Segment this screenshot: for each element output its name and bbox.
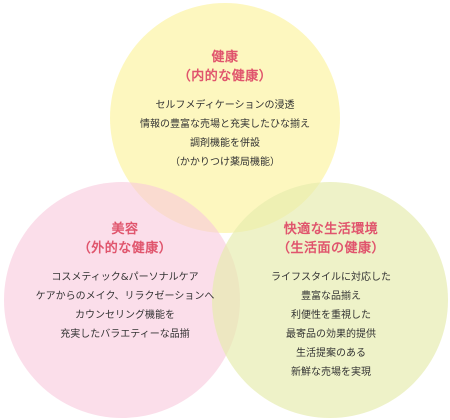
top-body-line: 調剤機能を併設 bbox=[190, 138, 260, 149]
left-circle-text: 美容 （外的な健康） コスメティック&パーソナルケア ケアからのメイク、リラクゼ… bbox=[0, 220, 250, 344]
right-subtitle-line: （生活面の健康） bbox=[276, 241, 385, 256]
right-circle-body: ライフスタイルに対応した 豊富な品揃え 利便性を重視した 最寄品の効果的提供 生… bbox=[212, 268, 450, 382]
left-circle-title: 美容 （外的な健康） bbox=[0, 220, 250, 258]
left-body-line: コスメティック&パーソナルケア bbox=[51, 272, 199, 283]
right-circle-title: 快適な生活環境 （生活面の健康） bbox=[212, 220, 450, 258]
left-body-line: カウンセリング機能を bbox=[75, 310, 175, 321]
top-body-line: 情報の豊富な売場と充実したひな揃え bbox=[140, 119, 310, 130]
right-circle-text: 快適な生活環境 （生活面の健康） ライフスタイルに対応した 豊富な品揃え 利便性… bbox=[212, 220, 450, 382]
right-circle-comfortable-living bbox=[212, 182, 448, 418]
top-circle-text: 健康 （内的な健康） セルフメディケーションの浸透 情報の豊富な売場と充実したひ… bbox=[95, 48, 355, 172]
left-body-line: 充実したバラエティーな品揃 bbox=[60, 329, 190, 340]
right-title-line: 快適な生活環境 bbox=[283, 222, 379, 237]
right-body-line: 最寄品の効果的提供 bbox=[286, 329, 376, 340]
left-title-line: 美容 bbox=[111, 222, 139, 237]
right-body-line: 豊富な品揃え bbox=[301, 291, 361, 302]
left-circle-beauty bbox=[4, 182, 240, 418]
top-title-line: 健康 bbox=[211, 50, 239, 65]
top-body-line: （かかりつけ薬局機能） bbox=[169, 157, 281, 168]
left-body-line: ケアからのメイク、リラクゼーションへ bbox=[35, 291, 215, 302]
top-circle-title: 健康 （内的な健康） bbox=[95, 48, 355, 86]
right-body-line: 利便性を重視した bbox=[291, 310, 371, 321]
right-body-line: ライフスタイルに対応した bbox=[271, 272, 391, 283]
right-body-line: 生活提案のある bbox=[296, 348, 366, 359]
top-subtitle-line: （内的な健康） bbox=[177, 69, 273, 84]
right-body-line: 新鮮な売場を実現 bbox=[291, 367, 371, 378]
left-subtitle-line: （外的な健康） bbox=[77, 241, 173, 256]
top-body-line: セルフメディケーションの浸透 bbox=[155, 100, 295, 111]
top-circle-health bbox=[110, 3, 340, 233]
left-circle-body: コスメティック&パーソナルケア ケアからのメイク、リラクゼーションへ カウンセリ… bbox=[0, 268, 250, 344]
top-circle-body: セルフメディケーションの浸透 情報の豊富な売場と充実したひな揃え 調剤機能を併設… bbox=[95, 96, 355, 172]
